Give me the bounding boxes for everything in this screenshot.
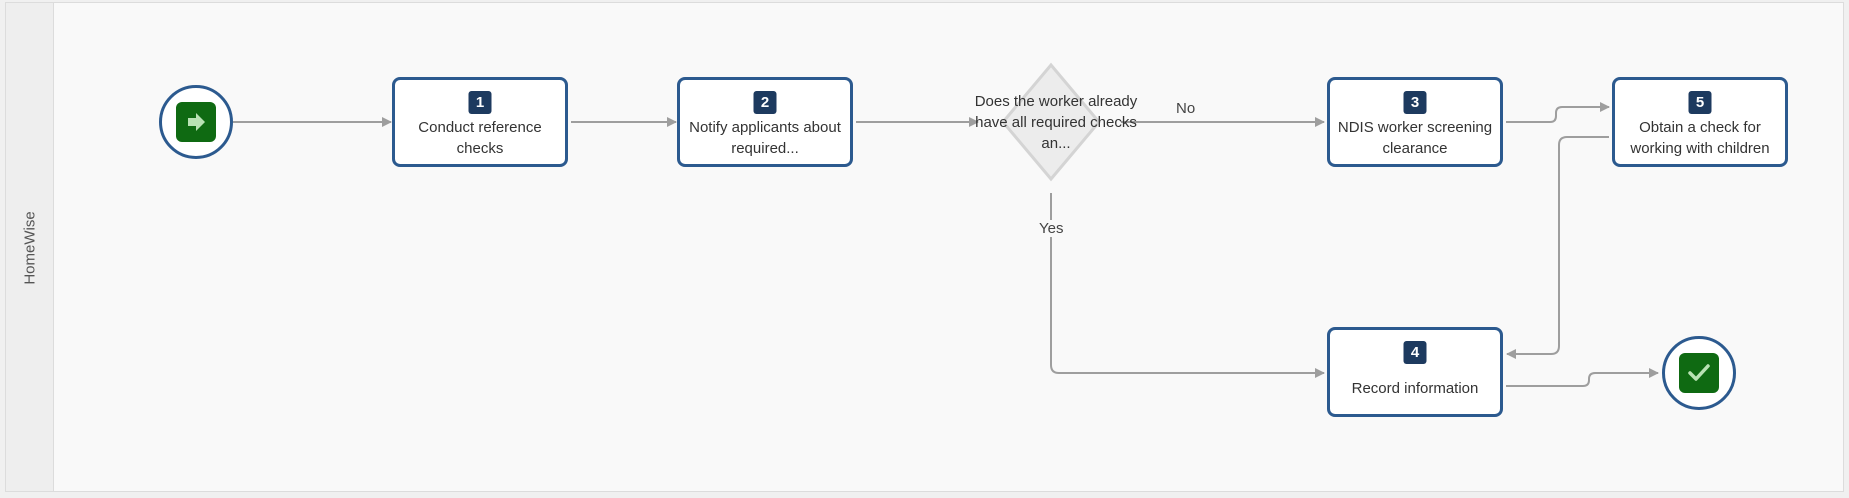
edge-label-yes: Yes <box>1036 220 1067 237</box>
task-label: Notify applicants about required... <box>689 119 841 157</box>
task-number-badge: 2 <box>753 91 777 114</box>
end-event[interactable] <box>1662 336 1736 410</box>
connector-task4-to-end <box>1506 368 1659 387</box>
process-canvas: HomeWise No Yes <box>5 2 1844 492</box>
task-number-badge: 1 <box>468 91 492 114</box>
task-2[interactable]: 2 Notify applicants about required... <box>677 77 853 167</box>
task-5[interactable]: 5 Obtain a check for working with childr… <box>1612 77 1788 167</box>
task-4[interactable]: 4 Record information <box>1327 327 1503 417</box>
gateway-diamond[interactable] <box>1001 62 1101 182</box>
task-label: Obtain a check for working with children <box>1630 119 1770 157</box>
edge-label-no: No <box>1173 100 1199 117</box>
gateway-label: Does the worker already have all require… <box>974 92 1138 152</box>
connectors-layer <box>233 62 1659 387</box>
connector-task3-to-task5 <box>1506 102 1610 123</box>
task-number-badge: 5 <box>1688 91 1712 114</box>
arrow-right-icon <box>176 102 216 142</box>
task-number-badge: 4 <box>1403 341 1427 364</box>
task-label: Record information <box>1351 379 1479 397</box>
swimlane-header: HomeWise <box>6 3 54 491</box>
checkmark-icon <box>1679 353 1719 393</box>
task-number-badge: 3 <box>1403 91 1427 114</box>
connector-gateway-yes-to-task4 <box>1050 193 1325 378</box>
task-label: NDIS worker screening clearance <box>1337 119 1493 157</box>
task-label: Conduct reference checks <box>418 119 542 157</box>
task-1[interactable]: 1 Conduct reference checks <box>392 77 568 167</box>
start-event[interactable] <box>159 85 233 159</box>
connector-task5-to-task4 <box>1506 136 1609 359</box>
task-3[interactable]: 3 NDIS worker screening clearance <box>1327 77 1503 167</box>
